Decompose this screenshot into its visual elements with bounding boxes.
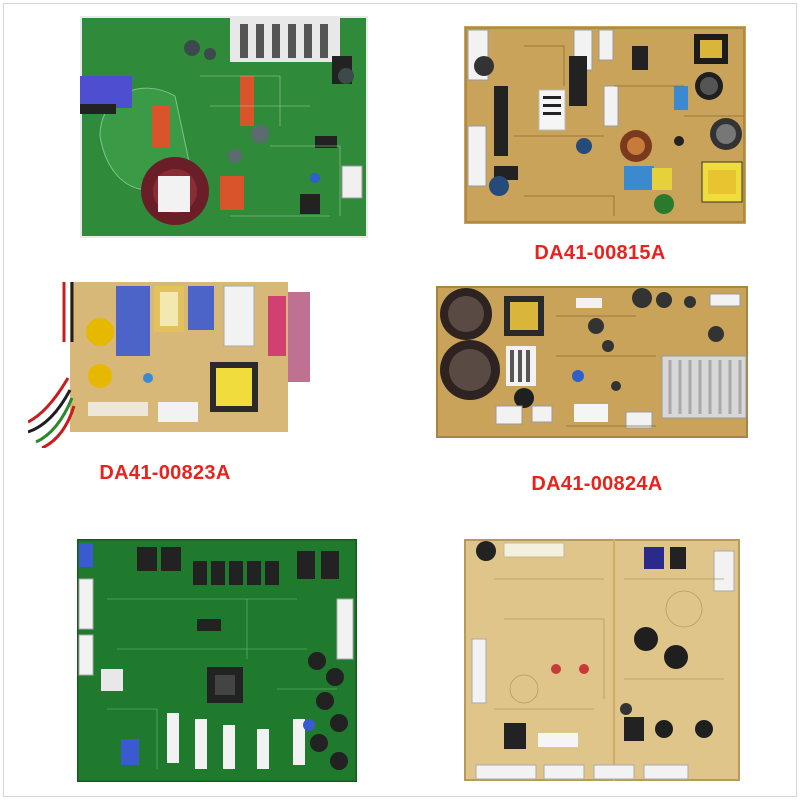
caption-board-2: DA41-00815A (534, 242, 666, 264)
caption-board-4: DA41-00824A (531, 473, 663, 495)
caption-board-3: DA41-00823A (99, 462, 231, 484)
pcb-photo-light-tan-board (464, 539, 740, 781)
pcb-photo-capacitor-heatsink (436, 286, 748, 438)
pcb-photo-green-top-left (80, 16, 368, 238)
pcb-photo-green-relays (77, 539, 357, 782)
pcb-photo-power-board-wires (28, 282, 322, 448)
pcb-photo-tan-top-right (464, 26, 746, 224)
image-frame: DA41-00815A DA41-00823A DA41-00824A (3, 3, 797, 797)
